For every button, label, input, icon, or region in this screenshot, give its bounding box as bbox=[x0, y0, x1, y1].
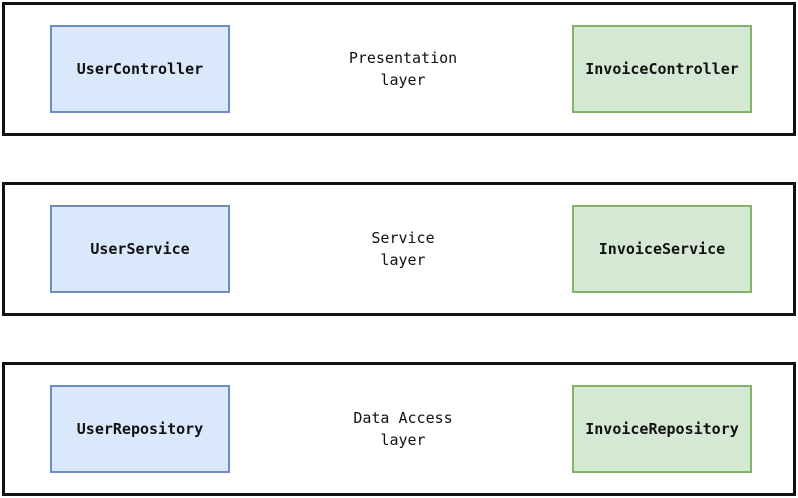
service-layer: UserService Service layer InvoiceService bbox=[2, 182, 796, 316]
service-layer-label: Service layer bbox=[303, 227, 503, 271]
data-access-layer-label: Data Access layer bbox=[303, 407, 503, 451]
presentation-layer: UserController Presentation layer Invoic… bbox=[2, 2, 796, 136]
layer-label-line1: Presentation bbox=[348, 49, 458, 67]
layer-label-line1: Data Access bbox=[353, 409, 453, 427]
invoice-repository-box[interactable]: InvoiceRepository bbox=[572, 385, 752, 473]
user-service-box[interactable]: UserService bbox=[50, 205, 230, 293]
layer-label-line2: layer bbox=[380, 431, 426, 449]
user-repository-box[interactable]: UserRepository bbox=[50, 385, 230, 473]
data-access-layer: UserRepository Data Access layer Invoice… bbox=[2, 362, 796, 496]
layer-label-line2: layer bbox=[380, 251, 426, 269]
user-controller-box[interactable]: UserController bbox=[50, 25, 230, 113]
invoice-service-box[interactable]: InvoiceService bbox=[572, 205, 752, 293]
invoice-controller-box[interactable]: InvoiceController bbox=[572, 25, 752, 113]
presentation-layer-label: Presentation layer bbox=[303, 47, 503, 91]
layer-label-line2: layer bbox=[380, 71, 426, 89]
layer-label-line1: Service bbox=[371, 229, 435, 247]
